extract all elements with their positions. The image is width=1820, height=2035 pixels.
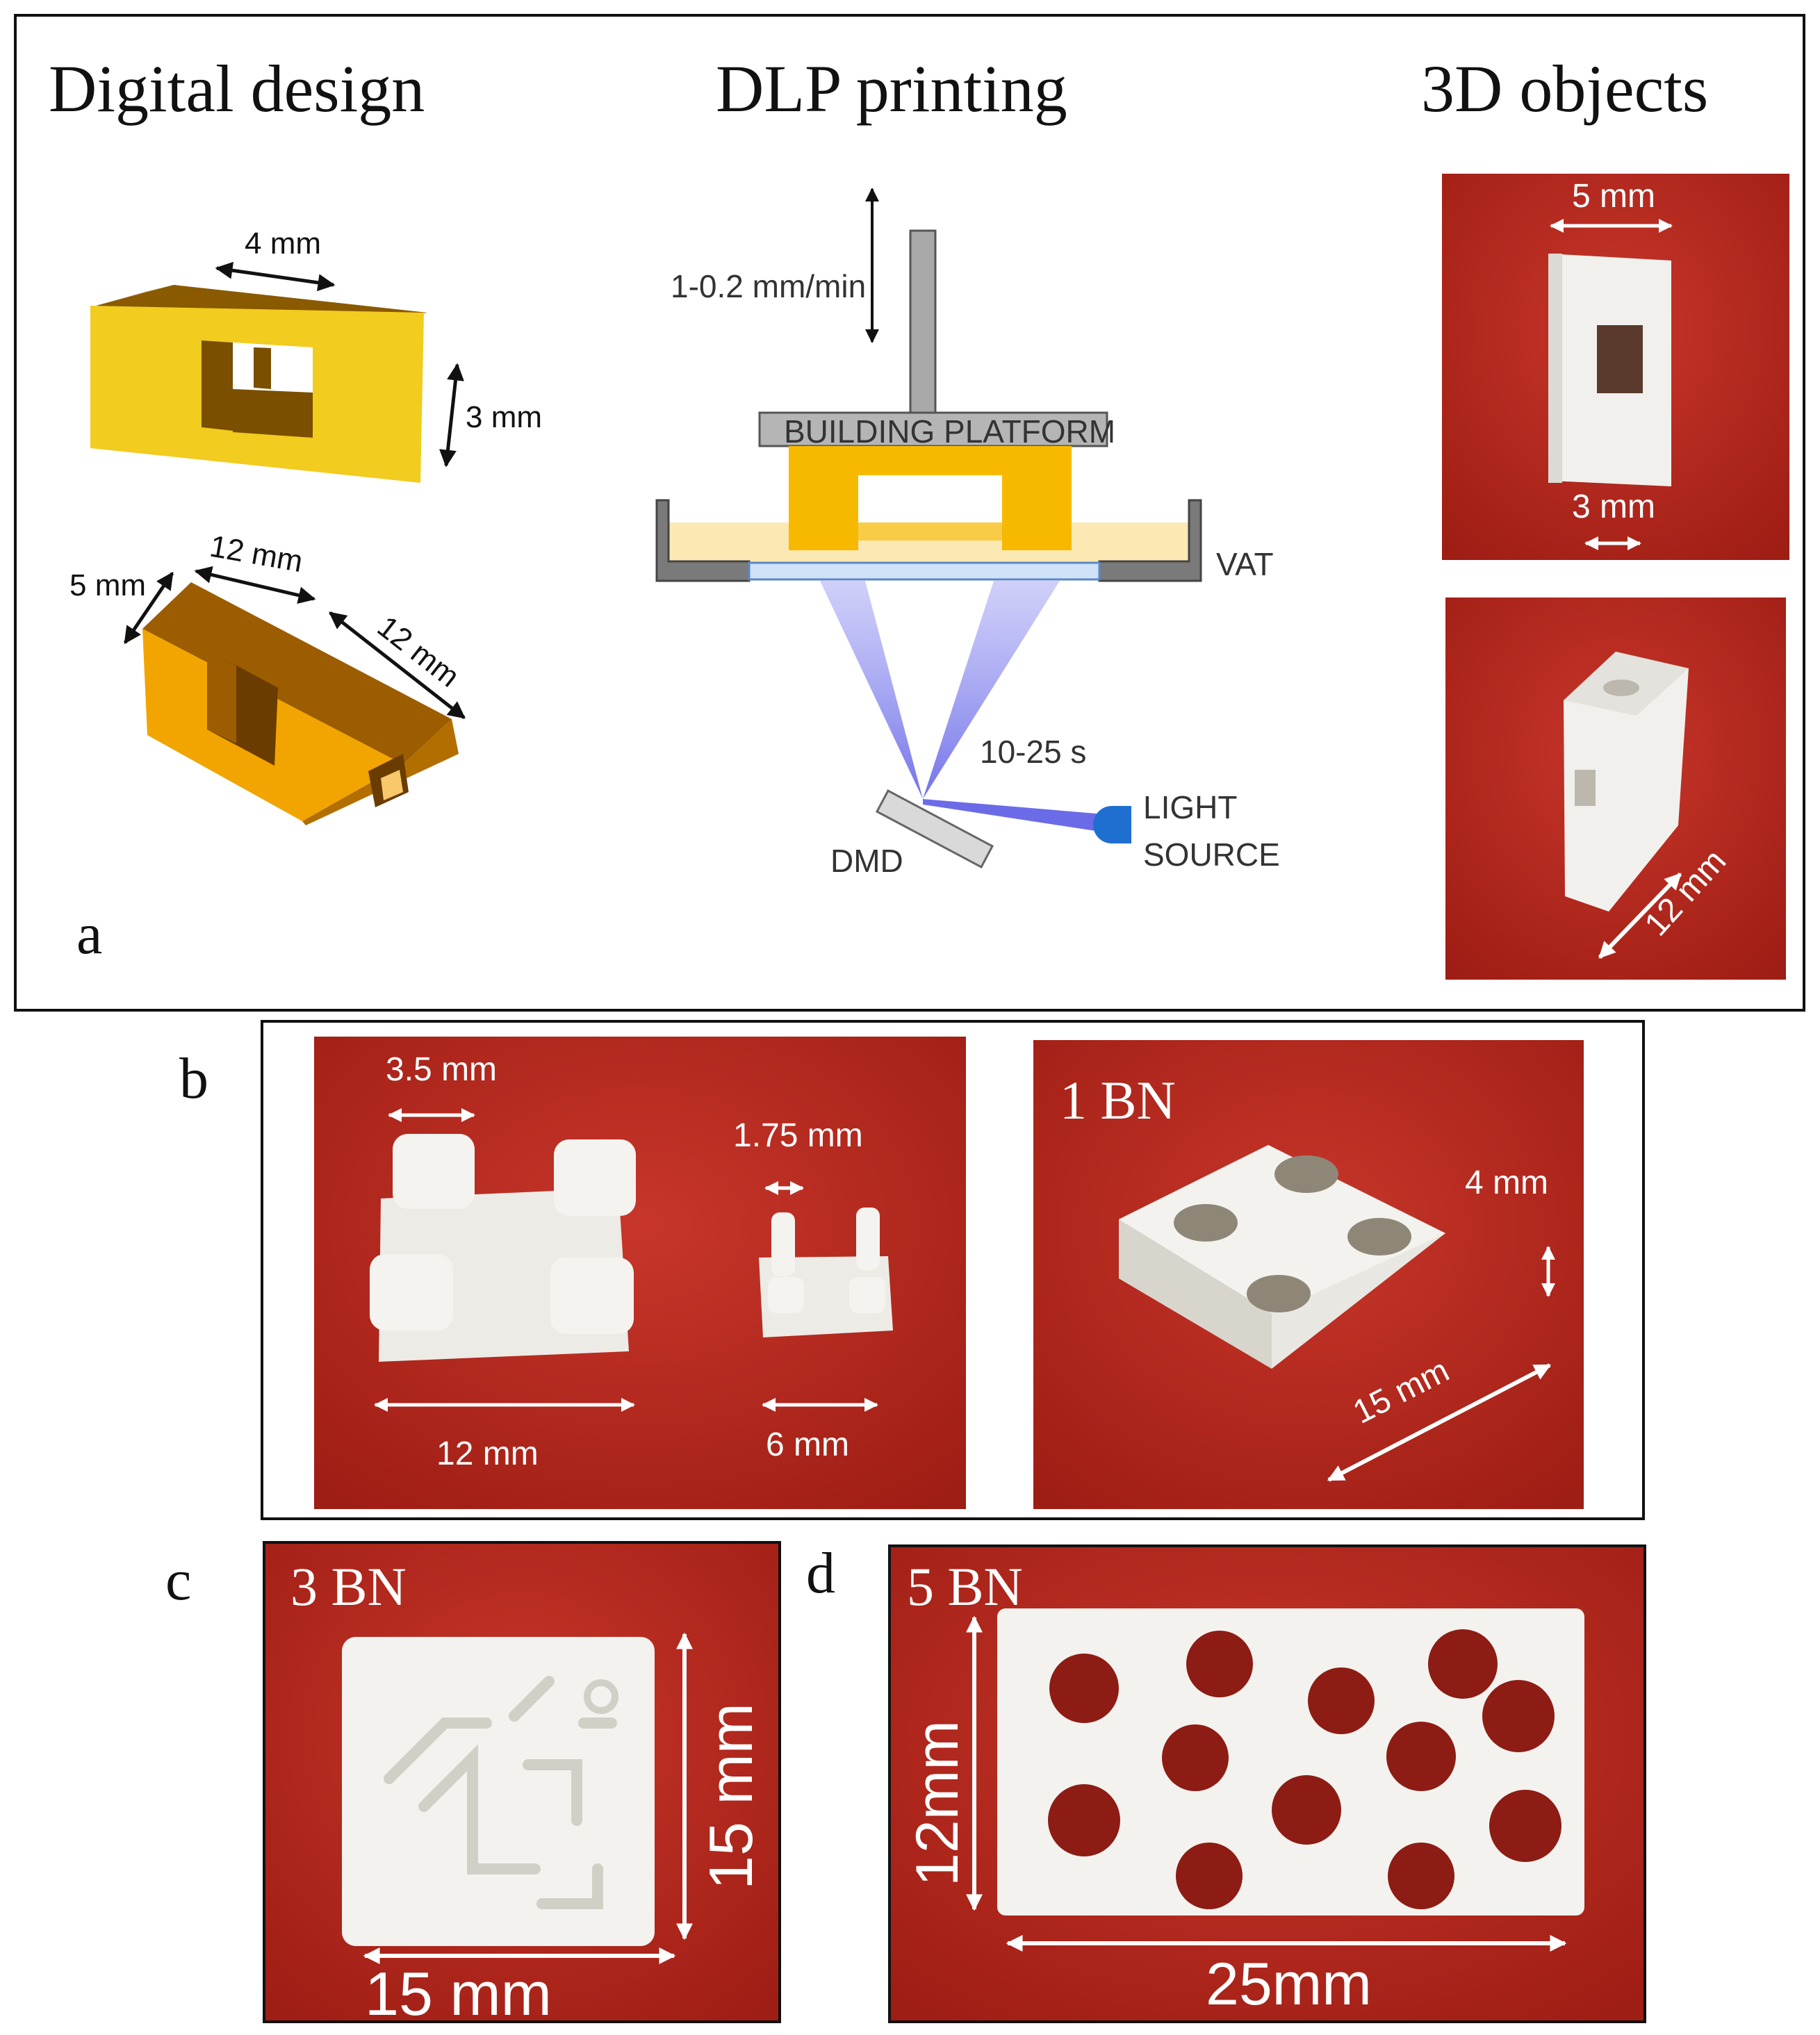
dim-label-5mm-photo: 5 mm (1572, 178, 1655, 215)
dim-arrow-12mm-a (194, 566, 316, 604)
grid-hole (1347, 1218, 1411, 1255)
printed-part-bottom (789, 522, 1072, 541)
grid-hole (1274, 1155, 1338, 1193)
dmd-mirror (875, 789, 994, 868)
dim-label-12mm-a: 12 mm (207, 529, 305, 579)
panel-b-letter: b (179, 1046, 208, 1111)
dim-arrow-15mm-b (1327, 1363, 1552, 1482)
building-platform-label: BUILDING PLATFORM (784, 413, 1115, 450)
platform-rod (909, 229, 937, 414)
dim-label-12mm-d: 12mm (904, 1720, 971, 1886)
dmd-label: DMD (830, 843, 903, 879)
dim-arrow-12mm-photo (1598, 872, 1682, 959)
orange-block-model (142, 582, 459, 825)
dim-arrow-12mm-b (329, 611, 466, 719)
panel-d-letter: d (806, 1541, 835, 1606)
yellow-block-model (90, 285, 427, 483)
grid-hole (1247, 1275, 1311, 1312)
grid-hole (1174, 1204, 1238, 1242)
dim-arrow-3mm (439, 363, 464, 468)
panel-b-frame (261, 1020, 1645, 1520)
light-beam-right (923, 581, 1060, 799)
dim-label-5mm: 5 mm (69, 568, 146, 602)
panel-c-label: 3 BN (290, 1556, 407, 1617)
object-photo-front: 5 mm 3 mm (1442, 174, 1789, 560)
light-source-label-line2: SOURCE (1143, 837, 1280, 873)
grid-1bn-photo: 1 BN 4 mm 15 mm (1033, 1040, 1584, 1509)
building-platform (758, 411, 1108, 447)
heading-digital-design: Digital design (49, 51, 425, 126)
light-beam-left (820, 581, 923, 799)
dim-label-4mm: 4 mm (245, 226, 321, 261)
vat-label: VAT (1216, 546, 1274, 582)
panel-a-frame (14, 14, 1805, 1012)
dim-label-15mm-c-vertical: 15 mm (696, 1703, 765, 1890)
dim-label-4mm-b: 4 mm (1465, 1164, 1548, 1201)
dim-label-1-75mm: 1.75 mm (733, 1117, 863, 1154)
panel-d-label: 5 BN (907, 1556, 1023, 1617)
dim-label-15mm-c-horizontal: 15 mm (365, 1959, 552, 2028)
panel-b: b 3.5 mm 1.75 mm 12 mm 6 mm (179, 1020, 1645, 1520)
dim-label-25mm-d: 25mm (1206, 1951, 1372, 2018)
panel-d: d 5 BN 12mm 25mm (806, 1541, 1646, 2023)
panel-c-letter: c (165, 1548, 191, 1613)
printed-part-top (789, 446, 1072, 475)
light-source-icon (1093, 806, 1131, 843)
vat-left-wall (655, 499, 751, 582)
grid-1bn-label: 1 BN (1060, 1070, 1176, 1130)
vat-window (748, 561, 1101, 581)
dim-arrow-5mm (123, 571, 174, 645)
light-source-label-line1: LIGHT (1143, 789, 1237, 825)
pillar-photo: 3.5 mm 1.75 mm 12 mm 6 mm (314, 1037, 966, 1509)
plate-holes (1048, 1629, 1561, 1909)
dim-label-3mm-photo: 3 mm (1572, 488, 1655, 525)
exposure-label: 10-25 s (980, 734, 1086, 770)
dim-label-12mm-b: 12 mm (436, 1435, 539, 1472)
dim-arrow-4mm (215, 261, 336, 292)
maze-part (342, 1637, 655, 1946)
panel-a: Digital design DLP printing 3D objects 4… (14, 14, 1805, 1012)
maze-channels (384, 1676, 617, 1909)
object-photo-side: 12 mm (1445, 598, 1786, 980)
speed-label: 1-0.2 mm/min (671, 268, 866, 304)
dim-label-3-5mm: 3.5 mm (386, 1051, 497, 1088)
panel-a-letter: a (76, 902, 102, 966)
panel-c: c 3 BN 15 mm 15 mm (165, 1541, 781, 2028)
light-beam-source (923, 799, 1105, 832)
heading-dlp-printing: DLP printing (716, 51, 1067, 126)
vat-right-wall (1098, 499, 1202, 582)
dim-label-6mm: 6 mm (766, 1426, 849, 1463)
dim-label-3mm: 3 mm (466, 400, 542, 434)
dlp-printer-schematic: 1-0.2 mm/min BUILDING PLATFORM VAT 10-25… (655, 188, 1280, 879)
heading-3d-objects: 3D objects (1421, 51, 1708, 126)
